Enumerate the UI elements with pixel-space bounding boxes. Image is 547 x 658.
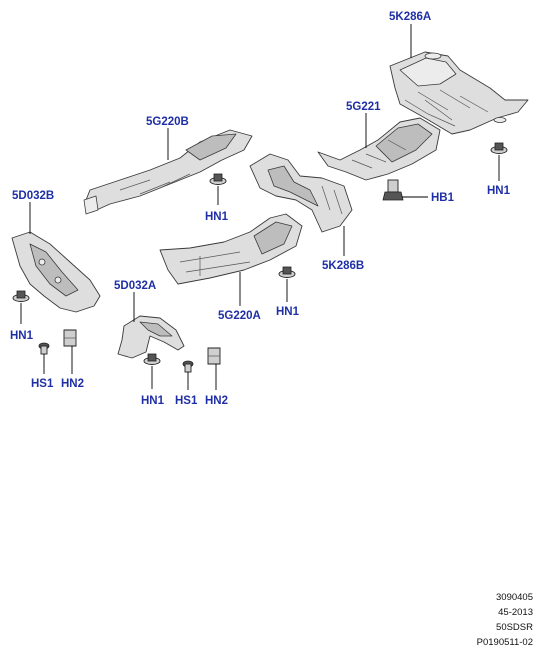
part-5g221-exhaust-shield xyxy=(317,117,441,181)
fastener-hn2-right xyxy=(207,347,221,365)
callout-hn2-right: HN2 xyxy=(205,395,228,407)
callout-hn1-center: HN1 xyxy=(276,306,300,318)
callout-hn2-left: HN2 xyxy=(61,378,84,390)
callout-hn1-center-left: HN1 xyxy=(205,211,229,223)
callout-5g220a: 5G220A xyxy=(218,310,261,322)
part-5k286a-floor-shield xyxy=(389,51,529,135)
part-5g220b-front-pipe-shield xyxy=(83,129,253,215)
part-5g220a-intermediate-shield xyxy=(159,213,303,285)
callout-hn1-lower: HN1 xyxy=(141,395,165,407)
fastener-hn2-left xyxy=(63,329,77,347)
fastener-hs1-right xyxy=(182,360,194,373)
part-5k286b-tunnel-shield xyxy=(249,153,353,233)
fastener-hb1-bolt xyxy=(382,179,404,201)
fastener-hn1-center xyxy=(278,266,296,278)
callout-hs1-left: HS1 xyxy=(31,378,54,390)
fastener-hn1-lower xyxy=(143,353,161,365)
callout-5d032a: 5D032A xyxy=(114,280,156,292)
callout-5d032b: 5D032B xyxy=(12,190,54,202)
callout-5k286b: 5K286B xyxy=(322,260,364,272)
part-5d032a-bracket-shield xyxy=(117,315,185,359)
callout-hb1: HB1 xyxy=(431,192,455,204)
fastener-hs1-left xyxy=(38,342,50,355)
reference-line-4: P0190511-02 xyxy=(476,637,533,648)
fastener-hn1-right xyxy=(490,142,508,154)
part-5d032b-left-shield xyxy=(11,231,101,313)
callout-5g220b: 5G220B xyxy=(146,116,189,128)
callout-hs1-right: HS1 xyxy=(175,395,198,407)
callout-hn1-left: HN1 xyxy=(10,330,34,342)
drawing-reference-block: 3090405 45-2013 50SDSR P0190511-02 xyxy=(477,590,533,650)
callout-5g221: 5G221 xyxy=(346,101,381,113)
reference-line-2: 45-2013 xyxy=(498,607,533,618)
reference-line-3: 50SDSR xyxy=(496,622,533,633)
fastener-hn1-left xyxy=(12,290,30,302)
fastener-hn1-center-left xyxy=(209,173,227,185)
reference-line-1: 3090405 xyxy=(496,592,533,603)
callout-hn1-right: HN1 xyxy=(487,185,511,197)
callout-5k286a: 5K286A xyxy=(389,11,431,23)
